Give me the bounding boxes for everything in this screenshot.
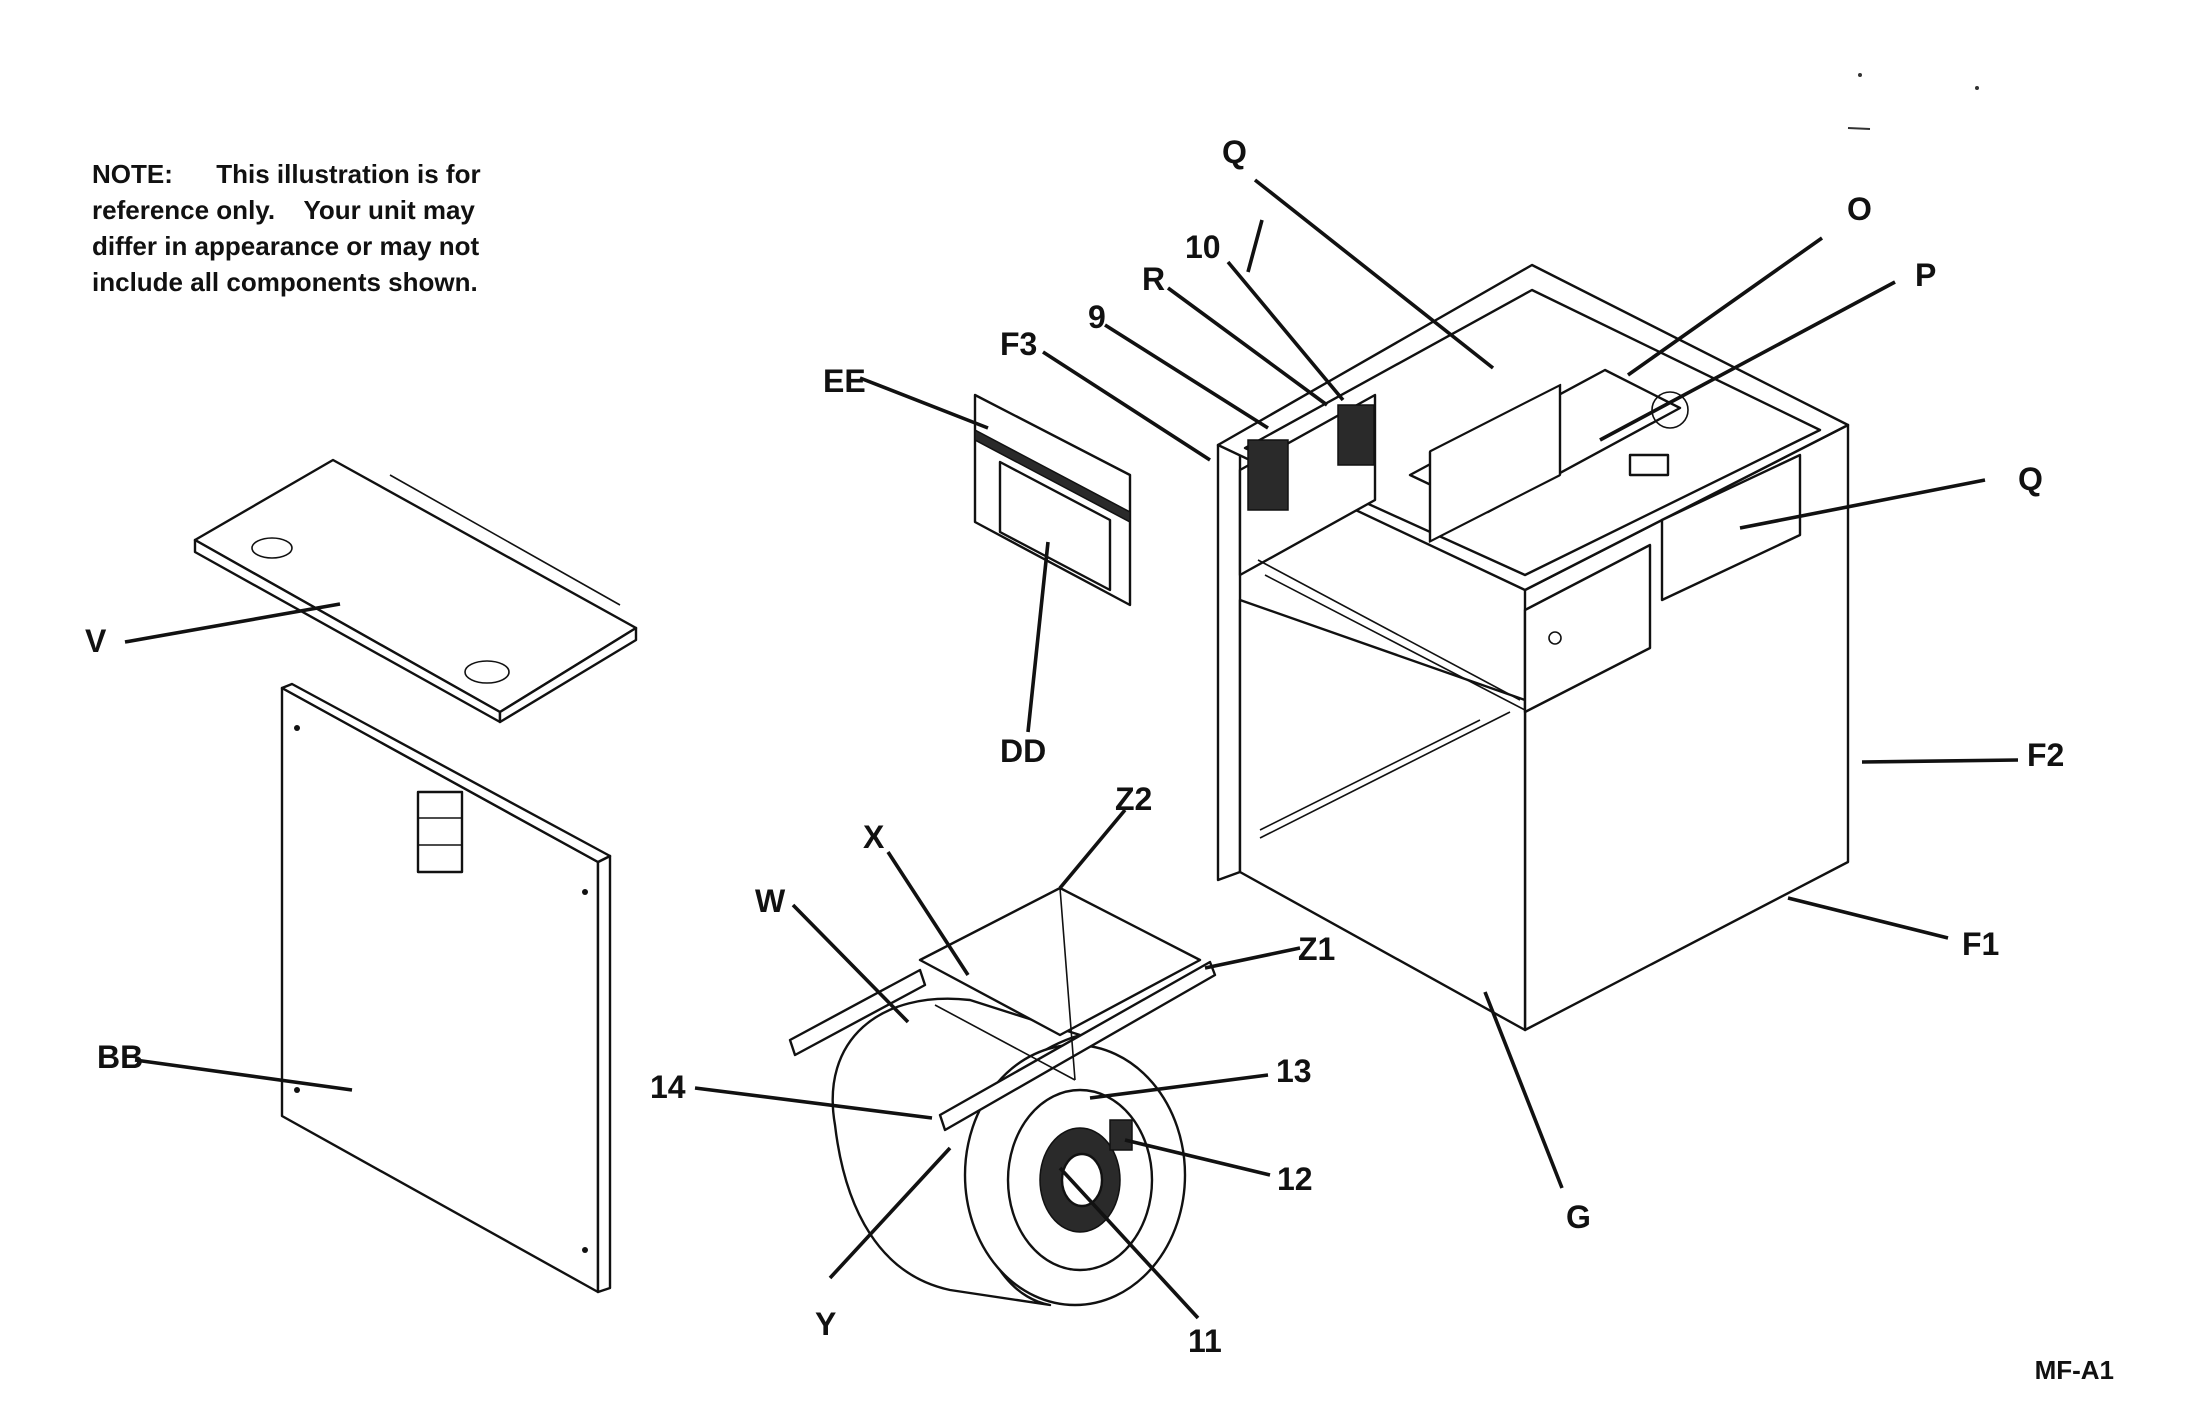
leader-q-right xyxy=(1739,478,1986,530)
leader-9 xyxy=(1104,323,1269,430)
leader-p xyxy=(1599,280,1896,442)
callout-z1: Z1 xyxy=(1298,931,1335,967)
callout-labels: Q O 10 P R 9 F3 EE Q DD V F2 Z2 X W Z1 F… xyxy=(85,134,2064,1359)
furnace-cabinet xyxy=(1216,263,1850,1032)
top-panel-v xyxy=(193,458,638,724)
callout-9: 9 xyxy=(1088,299,1106,335)
leader-10 xyxy=(1226,260,1345,402)
callout-f1: F1 xyxy=(1962,926,1999,962)
callout-v: V xyxy=(85,623,107,659)
callout-g: G xyxy=(1566,1199,1591,1235)
callout-z2: Z2 xyxy=(1115,781,1152,817)
callout-x: X xyxy=(863,819,885,855)
leader-lines xyxy=(124,178,2019,1320)
callout-y: Y xyxy=(815,1306,836,1342)
callout-14: 14 xyxy=(650,1069,686,1105)
callout-r: R xyxy=(1142,261,1165,297)
callout-12: 12 xyxy=(1277,1161,1313,1197)
access-door-ee-dd xyxy=(973,393,1132,607)
leader-y xyxy=(828,1146,952,1280)
leader-q-top-a xyxy=(1253,178,1495,370)
blower-assembly xyxy=(788,886,1217,1307)
callout-p: P xyxy=(1915,257,1936,293)
front-panel-bb xyxy=(280,682,612,1294)
callout-bb: BB xyxy=(97,1039,143,1075)
leader-dd xyxy=(1026,541,1050,733)
leader-f3 xyxy=(1042,350,1211,462)
note-line: NOTE: This illustration is for xyxy=(92,159,481,189)
leader-r xyxy=(1166,286,1329,407)
callout-13: 13 xyxy=(1276,1053,1312,1089)
leader-12 xyxy=(1124,1138,1271,1177)
leader-11 xyxy=(1058,1166,1200,1320)
callout-11: 11 xyxy=(1188,1323,1222,1359)
callout-q-top: Q xyxy=(1222,134,1247,170)
leader-z2 xyxy=(1058,808,1127,890)
leader-13 xyxy=(1089,1073,1269,1100)
scan-specks xyxy=(1847,73,1979,130)
callout-f3: F3 xyxy=(1000,326,1037,362)
leader-f1 xyxy=(1787,896,1949,940)
leader-v xyxy=(124,602,341,644)
callout-f2: F2 xyxy=(2027,737,2064,773)
callout-w: W xyxy=(755,883,786,919)
callout-dd: DD xyxy=(1000,733,1046,769)
leader-bb xyxy=(134,1058,353,1092)
callout-10: 10 xyxy=(1185,229,1221,265)
leader-f2 xyxy=(1861,758,2019,764)
callout-o: O xyxy=(1847,191,1872,227)
leader-14 xyxy=(694,1086,933,1120)
leader-g xyxy=(1483,991,1564,1189)
leader-x xyxy=(886,851,970,976)
note-line: reference only. Your unit may xyxy=(92,195,475,225)
leader-q-top-b xyxy=(1246,219,1264,273)
reference-note: NOTE: This illustration is for reference… xyxy=(92,156,562,300)
leader-z1 xyxy=(1204,946,1301,970)
note-line: differ in appearance or may not xyxy=(92,231,480,261)
note-line: include all components shown. xyxy=(92,267,478,297)
reference-code: MF-A1 xyxy=(2034,1355,2114,1385)
leader-w xyxy=(791,903,910,1024)
callout-q-right: Q xyxy=(2018,461,2043,497)
leader-o xyxy=(1626,236,1824,377)
callout-ee: EE xyxy=(823,363,866,399)
leader-ee xyxy=(859,376,989,430)
